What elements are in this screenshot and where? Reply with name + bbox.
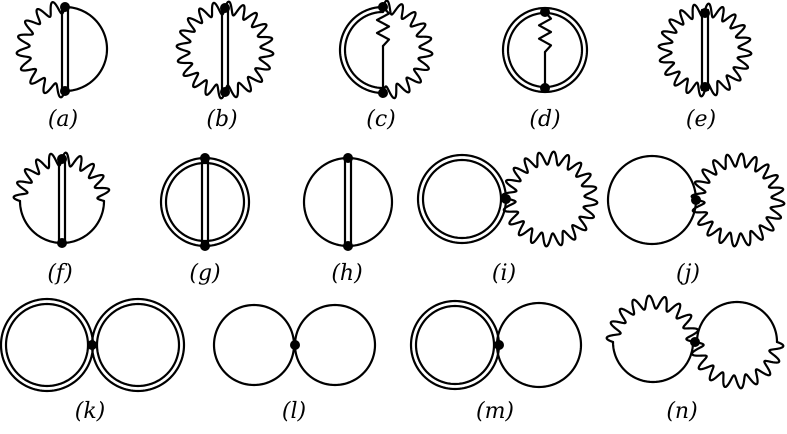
wavy-propagator: [175, 0, 275, 100]
double-propagator-outer: [338, 5, 385, 95]
vertex-dot: [690, 337, 700, 347]
vertex-dot: [343, 153, 353, 163]
vertex-dot: [378, 88, 388, 98]
vertex-dot: [200, 241, 210, 251]
vertex-dot: [60, 2, 70, 12]
plain-propagator: [63, 5, 109, 93]
zigzag-propagator: [537, 10, 553, 54]
double-propagator-outer: [501, 6, 589, 94]
diagram-label: (c): [366, 107, 396, 132]
vertex-dot: [700, 82, 710, 92]
vertex-dot: [220, 3, 230, 13]
double-propagator-outer: [409, 299, 501, 391]
double-propagator-inner: [506, 11, 584, 89]
double-propagator-inner: [95, 302, 181, 388]
double-propagator-inner: [4, 302, 90, 388]
vertex-dot: [501, 194, 511, 204]
plain-propagator: [695, 300, 779, 344]
diagram-label: (i): [492, 261, 516, 286]
diagram-e: (e): [657, 2, 753, 132]
diagram-label: (j): [676, 261, 700, 286]
vertex-dot: [378, 2, 388, 12]
vertex-dot: [343, 241, 353, 251]
vertex-dot: [200, 153, 210, 163]
plain-propagator: [18, 199, 106, 245]
wavy-propagator: [15, 1, 67, 99]
double-propagator-inner: [414, 304, 496, 386]
diagram-m: (m): [409, 299, 583, 424]
diagram-label: (f): [47, 261, 72, 286]
diagram-i: (i): [416, 150, 599, 286]
plain-propagator: [611, 340, 695, 384]
double-propagator-inner: [421, 158, 503, 240]
diagram-label: (h): [331, 261, 362, 286]
plain-propagator: [293, 303, 377, 387]
wavy-propagator: [605, 294, 700, 344]
plain-propagator: [212, 303, 296, 387]
plain-propagator: [606, 154, 698, 246]
double-propagator-inner: [343, 10, 385, 90]
diagram-d: (d): [501, 6, 589, 132]
double-propagator-outer: [159, 156, 251, 248]
diagram-a: (a): [15, 1, 109, 132]
vertex-dot: [540, 83, 550, 93]
diagram-n: (n): [605, 294, 785, 424]
diagram-c: (c): [338, 0, 434, 132]
diagram-label: (m): [476, 399, 514, 424]
vertex-dot: [540, 7, 550, 17]
diagram-b: (b): [175, 0, 275, 132]
plain-propagator: [495, 301, 583, 389]
vertex-dot: [87, 340, 97, 350]
vertex-dot: [220, 87, 230, 97]
wavy-propagator: [501, 150, 599, 248]
diagram-h: (h): [302, 153, 394, 286]
vertex-dot: [494, 340, 504, 350]
double-propagator-outer: [416, 153, 508, 245]
diagram-label: (l): [282, 399, 306, 424]
vertex-dot: [700, 8, 710, 18]
diagram-label: (b): [206, 107, 237, 132]
vertex-dot: [60, 86, 70, 96]
diagram-label: (g): [189, 261, 220, 286]
diagram-label: (k): [75, 399, 106, 424]
vertex-dot: [691, 195, 701, 205]
diagram-j: (j): [606, 152, 786, 286]
diagram-l: (l): [212, 303, 377, 424]
wavy-propagator: [690, 152, 786, 248]
diagram-f: (f): [12, 151, 111, 286]
diagram-label: (n): [666, 399, 697, 424]
vertex-dot: [290, 340, 300, 350]
vertex-dot: [57, 154, 67, 164]
vertex-dot: [57, 238, 67, 248]
diagram-label: (e): [686, 107, 716, 132]
plain-propagator: [302, 156, 394, 248]
double-propagator-outer: [0, 297, 95, 393]
wavy-propagator: [381, 0, 434, 100]
diagram-k: (k): [0, 297, 186, 424]
double-propagator-outer: [90, 297, 186, 393]
zigzag-propagator: [375, 5, 391, 48]
wavy-propagator: [690, 340, 785, 390]
diagram-label: (a): [48, 107, 78, 132]
diagram-g: (g): [159, 153, 251, 286]
double-propagator-inner: [164, 161, 246, 243]
diagram-label: (d): [529, 107, 560, 132]
